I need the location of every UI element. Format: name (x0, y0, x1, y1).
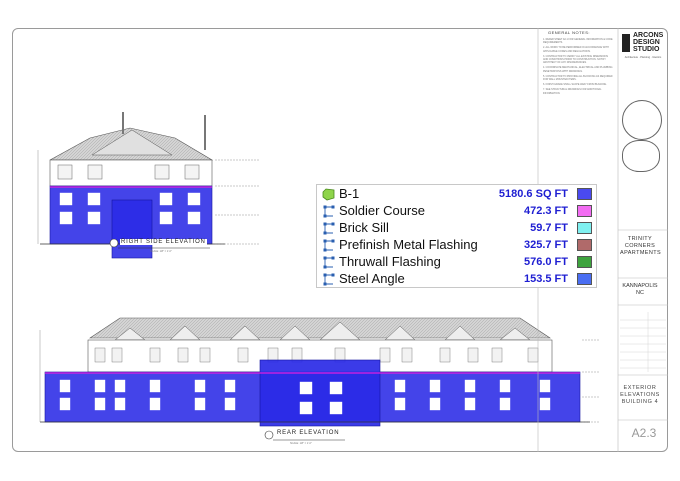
view-title-right-side: RIGHT SIDE ELEVATION (120, 239, 207, 245)
legend-color-swatch (577, 188, 592, 200)
view-scale-rear: SCALE: 1/8" = 1'-0" (290, 442, 312, 445)
legend-color-swatch (577, 273, 592, 285)
linear-measure-icon (323, 205, 335, 218)
general-note-item: 5. CONTRACTOR TO PROVIDE ALL BLOCKING AS… (543, 74, 613, 82)
view-title-rear: REAR ELEVATION (276, 430, 341, 436)
linear-measure-icon (323, 239, 335, 252)
legend-row[interactable]: B-1 5180.6 SQ FT (317, 186, 598, 202)
legend-value: 153.5 FT (523, 273, 568, 285)
sheet-title: EXTERIOR ELEVATIONS BUILDING 4 (620, 385, 660, 405)
linear-measure-icon (323, 256, 335, 269)
engineer-seal-stamp (622, 140, 660, 172)
linear-measure-icon (323, 273, 335, 286)
legend-label: Thruwall Flashing (339, 254, 441, 269)
legend-color-swatch (577, 205, 592, 217)
general-note-item: 2. ALL WORK TO BE PERFORMED IN ACCORDANC… (543, 46, 609, 53)
legend-row[interactable]: Brick Sill 59.7 FT (317, 220, 598, 236)
legend-value: 59.7 FT (530, 222, 568, 234)
legend-row[interactable]: Steel Angle 153.5 FT (317, 271, 598, 287)
general-note-item: 1. REFER SHEET A0.1 FOR GENERAL INFORMAT… (543, 38, 613, 45)
architect-seal-stamp (622, 100, 662, 140)
legend-row[interactable]: Thruwall Flashing 576.0 FT (317, 254, 598, 270)
general-note-item: 7. SEE STRUCTURAL DRAWINGS FOR ADDITIONA… (543, 88, 602, 95)
takeoff-legend[interactable]: B-1 5180.6 SQ FT Soldier Course 472.3 FT… (316, 184, 597, 288)
firm-tagline: Architecture · Planning · Interiors (624, 56, 662, 59)
legend-value: 325.7 FT (523, 239, 568, 251)
legend-label: B-1 (339, 186, 360, 201)
legend-label: Soldier Course (339, 203, 425, 218)
legend-label: Brick Sill (339, 220, 389, 235)
legend-value: 472.3 FT (523, 205, 568, 217)
legend-color-swatch (577, 222, 592, 234)
general-note-item: 6. FINISH GRADE SHALL SLOPE AWAY FROM BU… (543, 83, 607, 87)
project-location: KANNAPOLIS NC (622, 283, 658, 296)
view-marker-rear (264, 430, 274, 440)
legend-value: 576.0 FT (523, 256, 568, 268)
general-notes-title: GENERAL NOTES: (548, 30, 590, 35)
sheet-number: A2.3 (631, 426, 657, 440)
right-side-elevation[interactable] (37, 112, 260, 259)
general-notes-list: 1. REFER SHEET A0.1 FOR GENERAL INFORMAT… (543, 38, 613, 97)
general-note-item: 3. CONTRACTOR TO VERIFY ALL EXISTING DIM… (543, 54, 608, 65)
linear-measure-icon (323, 222, 335, 235)
legend-value: 5180.6 SQ FT (498, 188, 568, 200)
area-icon (322, 188, 335, 201)
legend-color-swatch (577, 256, 592, 268)
legend-color-swatch (577, 239, 592, 251)
legend-label: Steel Angle (339, 271, 405, 286)
firm-logo-mark-icon (622, 34, 630, 52)
legend-row[interactable]: Soldier Course 472.3 FT (317, 203, 598, 219)
general-note-item: 4. COORDINATE MECHANICAL, ELECTRICAL AND… (543, 66, 613, 73)
legend-row[interactable]: Prefinish Metal Flashing 325.7 FT (317, 237, 598, 253)
view-scale-right-side: SCALE: 1/8" = 1'-0" (150, 250, 172, 253)
rear-elevation[interactable] (39, 317, 600, 427)
project-name: TRINITY CORNERS APARTMENTS (620, 236, 662, 256)
view-marker-right-side (109, 238, 119, 248)
firm-name: ARCONS DESIGN STUDIO (633, 32, 664, 53)
legend-label: Prefinish Metal Flashing (339, 237, 478, 252)
